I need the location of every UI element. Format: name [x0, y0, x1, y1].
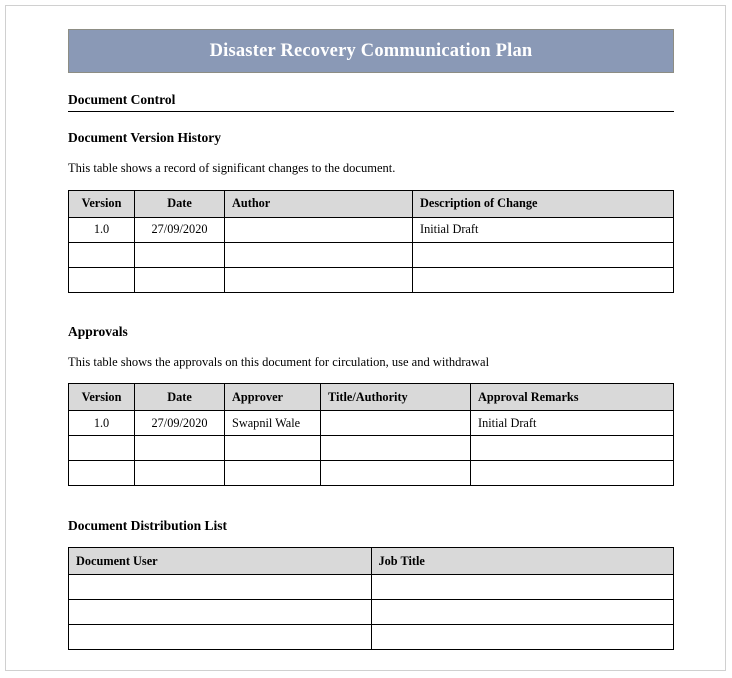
column-header-date: Date — [134, 189, 225, 218]
table-row: 1.0 27/09/2020 Swapnil Wale Initial Draf… — [68, 410, 674, 437]
cell-date[interactable]: 27/09/2020 — [134, 410, 225, 437]
cell-approver[interactable] — [224, 435, 321, 462]
cell-title-authority[interactable] — [320, 435, 471, 462]
document-title-banner: Disaster Recovery Communication Plan — [68, 29, 674, 73]
cell-version[interactable]: 1.0 — [68, 216, 135, 243]
document-content: Disaster Recovery Communication Plan Doc… — [68, 29, 674, 651]
cell-approval-remarks[interactable] — [470, 460, 674, 487]
cell-approver[interactable] — [224, 460, 321, 487]
column-header-title-authority: Title/Authority — [320, 383, 471, 412]
cell-author[interactable] — [224, 216, 413, 243]
cell-document-user[interactable] — [68, 574, 372, 601]
heading-document-distribution-list: Document Distribution List — [68, 518, 228, 534]
table-row — [68, 624, 674, 651]
table-row — [68, 266, 674, 293]
cell-description[interactable] — [412, 241, 674, 268]
cell-version[interactable]: 1.0 — [68, 410, 135, 437]
cell-document-user[interactable] — [68, 599, 372, 626]
table-row — [68, 574, 674, 601]
cell-title-authority[interactable] — [320, 460, 471, 487]
cell-date[interactable] — [134, 241, 225, 268]
cell-approver[interactable]: Swapnil Wale — [224, 410, 321, 437]
column-header-version: Version — [68, 189, 135, 218]
section-heading-document-control: Document Control — [68, 92, 674, 113]
cell-version[interactable] — [68, 266, 135, 293]
cell-description[interactable]: Initial Draft — [412, 216, 674, 243]
cell-job-title[interactable] — [370, 599, 674, 626]
cell-job-title[interactable] — [370, 624, 674, 651]
heading-approvals: Approvals — [68, 323, 128, 339]
column-header-document-user: Document User — [68, 547, 372, 576]
table-row — [68, 599, 674, 626]
table-row — [68, 435, 674, 462]
distribution-list-table: Document User Job Title — [68, 547, 674, 651]
cell-author[interactable] — [224, 266, 413, 293]
cell-date[interactable]: 27/09/2020 — [134, 216, 225, 243]
table-header-row: Document User Job Title — [68, 547, 674, 576]
cell-job-title[interactable] — [370, 574, 674, 601]
cell-date[interactable] — [134, 460, 225, 487]
document-title: Disaster Recovery Communication Plan — [209, 40, 533, 61]
table-row — [68, 460, 674, 487]
cell-author[interactable] — [224, 241, 413, 268]
version-history-table: Version Date Author Description of Chang… — [68, 189, 674, 293]
column-header-approval-remarks: Approval Remarks — [470, 383, 674, 412]
approvals-table: Version Date Approver Title/Authority Ap… — [68, 383, 674, 487]
column-header-date: Date — [134, 383, 225, 412]
column-header-description-of-change: Description of Change — [412, 189, 674, 218]
cell-title-authority[interactable] — [320, 410, 471, 437]
table-header-row: Version Date Approver Title/Authority Ap… — [68, 383, 674, 412]
cell-version[interactable] — [68, 460, 135, 487]
description-approvals: This table shows the approvals on this d… — [68, 354, 490, 369]
heading-document-version-history: Document Version History — [68, 130, 221, 146]
table-header-row: Version Date Author Description of Chang… — [68, 189, 674, 218]
cell-version[interactable] — [68, 435, 135, 462]
column-header-author: Author — [224, 189, 413, 218]
cell-document-user[interactable] — [68, 624, 372, 651]
column-header-version: Version — [68, 383, 135, 412]
cell-date[interactable] — [134, 266, 225, 293]
cell-date[interactable] — [134, 435, 225, 462]
cell-description[interactable] — [412, 266, 674, 293]
table-row — [68, 241, 674, 268]
description-document-version-history: This table shows a record of significant… — [68, 161, 396, 176]
table-row: 1.0 27/09/2020 Initial Draft — [68, 216, 674, 243]
cell-approval-remarks[interactable] — [470, 435, 674, 462]
cell-approval-remarks[interactable]: Initial Draft — [470, 410, 674, 437]
cell-version[interactable] — [68, 241, 135, 268]
column-header-approver: Approver — [224, 383, 321, 412]
document-page: Disaster Recovery Communication Plan Doc… — [5, 5, 726, 671]
column-header-job-title: Job Title — [370, 547, 674, 576]
